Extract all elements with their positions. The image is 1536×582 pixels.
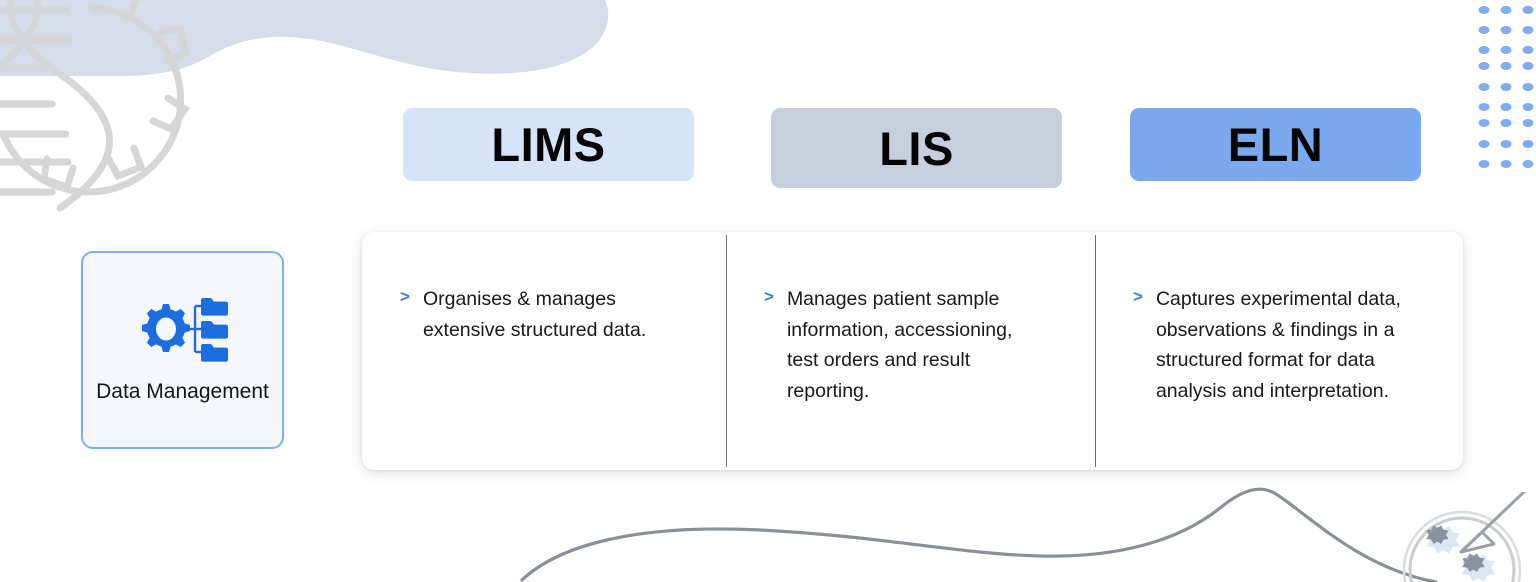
- list-item: > Manages patient sample information, ac…: [764, 284, 1065, 406]
- description-column-lis: > Manages patient sample information, ac…: [726, 232, 1095, 470]
- description-column-lims: > Organises & manages extensive structur…: [362, 232, 726, 470]
- gray-wave-line: [520, 487, 1438, 582]
- category-label: Data Management: [96, 380, 269, 403]
- chevron-right-icon: >: [400, 287, 410, 306]
- chevron-right-icon: >: [764, 287, 774, 306]
- system-pill-lims[interactable]: LIMS: [403, 108, 694, 181]
- descriptions-card: > Organises & manages extensive structur…: [362, 232, 1463, 470]
- gear-folders-icon: [141, 298, 228, 362]
- description-column-eln: > Captures experimental data, observatio…: [1095, 232, 1463, 470]
- description-text: Captures experimental data, observations…: [1155, 288, 1401, 402]
- chevron-right-icon: >: [1133, 287, 1143, 306]
- dna-gear-watermark-icon: [0, 0, 191, 212]
- petri-dish-pipette-icon: [1402, 492, 1527, 582]
- description-text: Organises & manages extensive structured…: [422, 288, 647, 341]
- blue-gray-blob-shape: [0, 0, 609, 76]
- list-item: > Organises & manages extensive structur…: [400, 284, 696, 345]
- description-text: Manages patient sample information, acce…: [786, 288, 1013, 402]
- category-card-data-management[interactable]: Data Management: [81, 251, 284, 449]
- system-pill-lis[interactable]: LIS: [771, 108, 1062, 188]
- system-pill-eln[interactable]: ELN: [1130, 108, 1421, 181]
- blue-dot-grid-pattern: [1478, 6, 1534, 168]
- list-item: > Captures experimental data, observatio…: [1133, 284, 1433, 406]
